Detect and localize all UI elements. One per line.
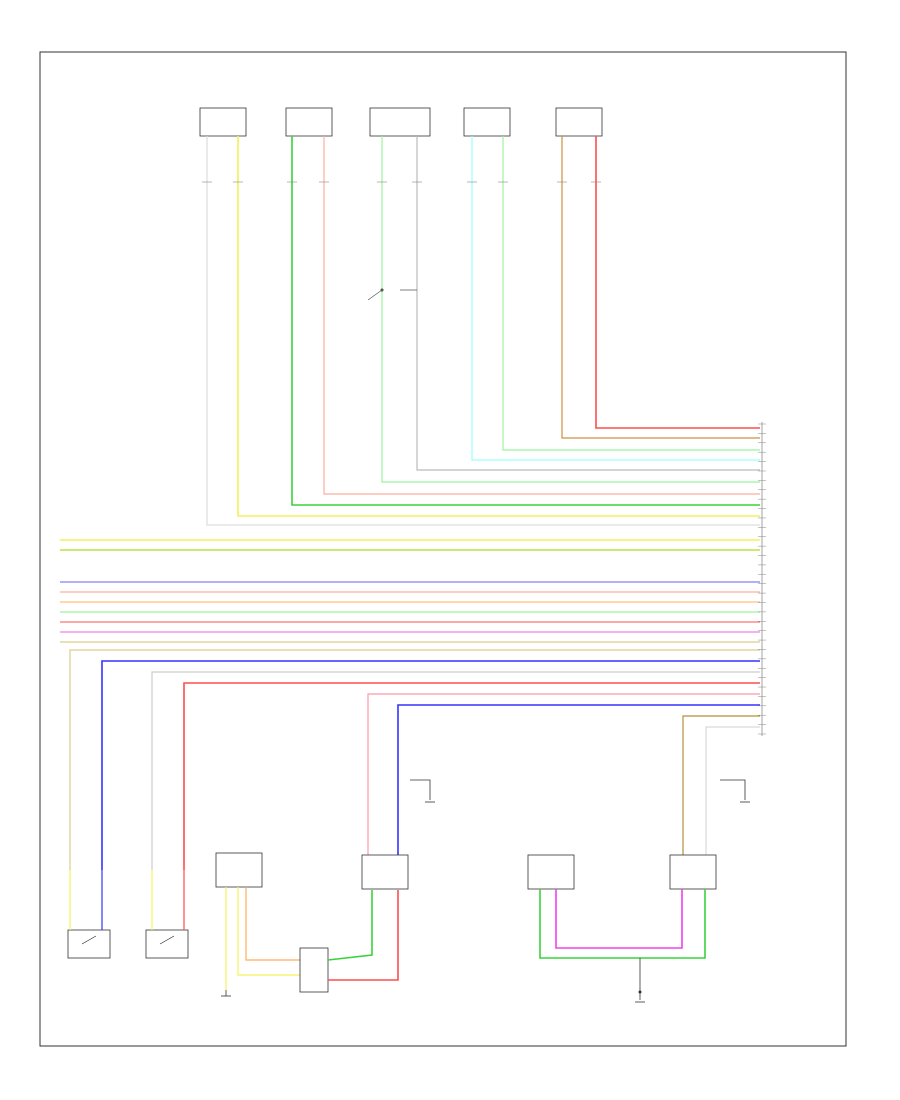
component-box [369, 107, 431, 137]
wire-green-3 [381, 136, 760, 483]
left-door-switch-2 [145, 929, 189, 959]
wire-light-blue-4 [471, 136, 760, 461]
diagram-frame [39, 51, 847, 1047]
right-rear-door-module [527, 854, 640, 959]
bottom-vertical-short [69, 870, 185, 930]
wire-green-2 [291, 136, 760, 506]
wire-gray-3 [416, 136, 760, 471]
component-box [285, 107, 333, 137]
ground-2 [720, 779, 750, 803]
bus-wires [60, 539, 760, 643]
wire-blue-down-2 [397, 704, 760, 855]
wire-green-4 [502, 136, 760, 451]
wire-brown-down [682, 715, 760, 855]
left-door-switch-1 [67, 929, 111, 959]
right-front-door-module [640, 854, 717, 959]
ground-3 [635, 958, 645, 1003]
component-box [555, 107, 603, 137]
wire-yellow-1 [237, 136, 760, 517]
left-door-module [215, 852, 300, 990]
splice-switch [367, 288, 417, 301]
left-front-door-module [361, 854, 409, 890]
ground-4 [221, 990, 231, 997]
wire-tan-down [69, 649, 760, 870]
wire-pink-2 [323, 136, 760, 495]
connector-pin-marks [758, 423, 766, 735]
wire-white-1 [206, 136, 760, 526]
wire-blue-down [101, 660, 760, 870]
top-wires [206, 136, 760, 526]
bottom-wires [69, 649, 760, 870]
wire-white-down-2 [705, 726, 760, 855]
ground-1 [410, 779, 435, 803]
top-component-5 [555, 107, 603, 137]
top-component-1 [199, 107, 247, 137]
top-component-4 [463, 107, 511, 137]
wire-red-down [183, 682, 760, 870]
component-box [463, 107, 511, 137]
wire-red-5 [595, 136, 760, 429]
wire-white-down [151, 671, 760, 870]
wire-pink-down [367, 693, 760, 855]
component-box [199, 107, 247, 137]
wire-brown-5 [561, 136, 760, 439]
center-module [299, 890, 399, 993]
top-component-3 [369, 107, 431, 137]
top-component-2 [285, 107, 333, 137]
